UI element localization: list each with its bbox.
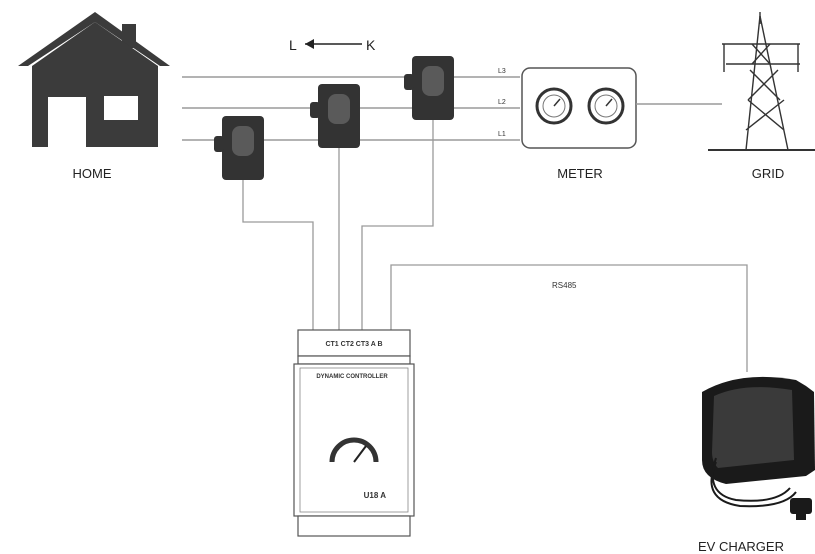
gauge-needle <box>353 445 367 463</box>
ct-clamp-3 <box>404 56 454 120</box>
controller-title: DYNAMIC CONTROLLER <box>316 374 388 380</box>
ct-clamp-2 <box>310 84 360 148</box>
grid-label: GRID <box>752 166 785 181</box>
ev-charger-label: EV CHARGER <box>698 539 784 554</box>
direction-arrowhead <box>305 39 314 49</box>
dynamic-controller <box>293 329 415 537</box>
home-icon <box>18 12 170 147</box>
ct3-cable <box>361 120 434 330</box>
ct1-cable <box>242 180 314 330</box>
transmission-tower-icon <box>708 12 815 151</box>
ct-clamp-1 <box>214 116 264 180</box>
rs485-label: RS485 <box>552 281 577 290</box>
home-label: HOME <box>73 166 112 181</box>
meter-label: METER <box>557 166 603 181</box>
line-l1-label: L1 <box>498 131 506 138</box>
ct-cables <box>242 120 434 330</box>
direction-k-label: K <box>366 37 376 53</box>
meter-box <box>521 67 637 149</box>
controller-terminals: CT1 CT2 CT3 A B <box>325 341 382 348</box>
rs485-cable <box>390 264 748 372</box>
line-l3-label: L3 <box>498 68 506 75</box>
line-l2-label: L2 <box>498 99 506 106</box>
direction-l-label: L <box>289 37 297 53</box>
ev-charger-icon <box>702 376 815 520</box>
controller-model: U18 A <box>364 491 387 500</box>
